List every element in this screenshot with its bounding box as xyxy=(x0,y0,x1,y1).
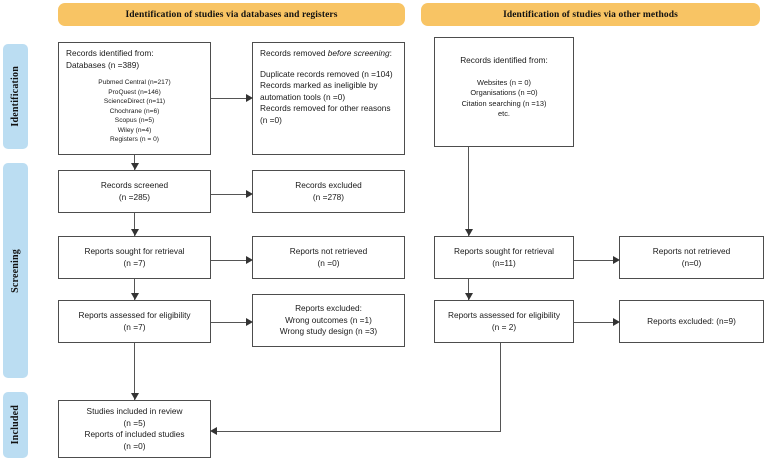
source-sciencedirect: ScienceDirect (n=11) xyxy=(103,98,166,105)
arrowhead-sought-to-assessed-left xyxy=(131,293,139,300)
records-removed-title-italic: before screening xyxy=(327,48,390,58)
stage-bar-identification: Identification xyxy=(3,44,28,149)
box-reports-sought-right: Reports sought for retrieval (n=11) xyxy=(434,236,574,279)
studies-included-line1: Studies included in review xyxy=(86,406,183,416)
arrowhead-assessed-to-included xyxy=(131,393,139,400)
arrowhead-sought-to-assessed-right xyxy=(465,293,473,300)
header-other-methods: Identification of studies via other meth… xyxy=(421,3,760,26)
box-records-excluded: Records excluded (n =278) xyxy=(252,170,405,213)
records-removed-line-other-1: Records removed for other reasons xyxy=(260,103,391,113)
arrowhead-identified-other-to-sought xyxy=(465,229,473,236)
reports-sought-left-line1: Reports sought for retrieval xyxy=(84,246,185,256)
arrowhead-right-to-included xyxy=(210,427,217,435)
reports-assessed-left-line1: Reports assessed for eligibility xyxy=(78,310,191,320)
header-databases-registers: Identification of studies via databases … xyxy=(58,3,405,26)
reports-assessed-right-line1: Reports assessed for eligibility xyxy=(447,310,561,320)
arrowhead-identified-to-screened xyxy=(131,163,139,170)
reports-sought-right-line2: (n=11) xyxy=(492,257,516,268)
studies-included-line2: (n =5) xyxy=(123,417,146,428)
stage-bar-included-label: Included xyxy=(10,405,21,445)
reports-assessed-right-line2: (n = 2) xyxy=(491,321,517,332)
arrowhead-identified-to-removed xyxy=(246,94,253,102)
reports-excluded-left-line2: Wrong outcomes (n =1) xyxy=(285,314,372,325)
source-citation-searching: Citation searching (n =13) xyxy=(461,98,547,108)
reports-not-retrieved-left-line2: (n =0) xyxy=(317,257,340,268)
reports-excluded-right-line1: Reports excluded: (n=9) xyxy=(647,315,736,326)
source-pubmed: Pubmed Central (n=217) xyxy=(98,79,171,86)
reports-excluded-left-line1: Reports excluded: xyxy=(295,303,362,314)
box-reports-assessed-left: Reports assessed for eligibility (n =7) xyxy=(58,300,211,343)
box-reports-not-retrieved-right: Reports not retrieved (n=0) xyxy=(619,236,764,279)
records-removed-title: Records removed before screening: xyxy=(260,48,397,60)
reports-not-retrieved-right-line2: (n=0) xyxy=(681,257,702,268)
connector-screened-to-sought-left xyxy=(134,213,135,236)
box-reports-excluded-right: Reports excluded: (n=9) xyxy=(619,300,764,343)
connector-assessed-to-excluded-left xyxy=(211,322,247,323)
box-reports-excluded-left: Reports excluded: Wrong outcomes (n =1) … xyxy=(252,294,405,347)
reports-not-retrieved-right-line1: Reports not retrieved xyxy=(652,246,731,256)
records-removed-line-other-2: (n =0) xyxy=(260,114,282,125)
records-identified-line2: Databases (n =389) xyxy=(66,59,140,70)
connector-right-elbow-horizontal xyxy=(216,431,501,432)
arrowhead-sought-to-not-retrieved-left xyxy=(246,256,253,264)
reports-assessed-left-line2: (n =7) xyxy=(123,321,146,332)
source-cochrane: Chochrane (n=6) xyxy=(109,107,160,115)
connector-assessed-to-included xyxy=(134,343,135,400)
box-records-removed-before-screening: Records removed before screening: Duplic… xyxy=(252,42,405,155)
records-removed-line-ineligible-2: automation tools (n =0) xyxy=(260,91,346,102)
source-scopus: Scopus (n=5) xyxy=(114,117,155,124)
connector-assessed-to-excluded-right xyxy=(574,322,614,323)
reports-sought-right-line1: Reports sought for retrieval xyxy=(453,246,555,256)
box-studies-included: Studies included in review (n =5) Report… xyxy=(58,400,211,458)
reports-excluded-left-line3: Wrong study design (n =3) xyxy=(279,326,378,337)
header-other-methods-label: Identification of studies via other meth… xyxy=(503,9,678,20)
arrowhead-screened-to-sought-left xyxy=(131,229,139,236)
box-records-screened: Records screened (n =285) xyxy=(58,170,211,213)
stage-bar-identification-label: Identification xyxy=(10,66,21,127)
reports-not-retrieved-left-line1: Reports not retrieved xyxy=(289,246,368,256)
studies-included-line3: Reports of included studies xyxy=(84,429,185,439)
source-wiley: Wiley (n=4) xyxy=(117,126,152,134)
box-reports-assessed-right: Reports assessed for eligibility (n = 2) xyxy=(434,300,574,343)
box-records-identified-other: Records identified from: Websites (n = 0… xyxy=(434,37,574,147)
connector-screened-to-excluded xyxy=(211,194,247,195)
records-screened-line2: (n =285) xyxy=(118,191,151,202)
source-etc: etc. xyxy=(498,109,510,118)
arrowhead-sought-to-not-retrieved-right xyxy=(613,256,620,264)
box-records-identified-databases: Records identified from: Databases (n =3… xyxy=(58,42,211,155)
records-excluded-line1: Records excluded xyxy=(295,180,362,190)
records-removed-title-pre: Records removed xyxy=(260,48,328,58)
stage-bar-included: Included xyxy=(3,392,28,458)
connector-identified-other-to-sought xyxy=(468,147,469,236)
connector-right-elbow-vertical xyxy=(500,343,501,431)
source-websites: Websites (n = 0) xyxy=(477,77,531,87)
reports-sought-left-line2: (n =7) xyxy=(123,257,146,268)
header-databases-registers-label: Identification of studies via databases … xyxy=(125,9,338,20)
records-identified-other-title: Records identified from: xyxy=(460,55,548,65)
stage-bar-screening-label: Screening xyxy=(10,248,21,293)
source-organisations: Organisations (n =0) xyxy=(470,88,538,97)
connector-identified-to-removed xyxy=(211,98,247,99)
connector-sought-to-not-retrieved-right xyxy=(574,260,614,261)
connector-sought-to-not-retrieved-left xyxy=(211,260,247,261)
records-removed-line-ineligible-1: Records marked as ineligible by xyxy=(260,80,378,90)
connector-identified-to-screened xyxy=(134,155,135,170)
arrowhead-assessed-to-excluded-left xyxy=(246,318,253,326)
arrowhead-screened-to-excluded xyxy=(246,190,253,198)
records-screened-line1: Records screened xyxy=(100,180,169,190)
studies-included-line4: (n =0) xyxy=(123,440,146,451)
records-removed-line-duplicate: Duplicate records removed (n =104) xyxy=(260,68,393,79)
source-registers: Registers (n = 0) xyxy=(110,136,159,143)
records-removed-title-post: : xyxy=(389,48,392,58)
connector-sought-to-assessed-left xyxy=(134,279,135,300)
box-reports-not-retrieved-left: Reports not retrieved (n =0) xyxy=(252,236,405,279)
stage-bar-screening: Screening xyxy=(3,163,28,378)
records-excluded-line2: (n =278) xyxy=(312,191,345,202)
arrowhead-assessed-to-excluded-right xyxy=(613,318,620,326)
connector-sought-to-assessed-right xyxy=(468,279,469,300)
source-proquest: ProQuest (n=146) xyxy=(108,88,161,96)
box-reports-sought-left: Reports sought for retrieval (n =7) xyxy=(58,236,211,279)
records-identified-line1: Records identified from: xyxy=(66,48,154,58)
